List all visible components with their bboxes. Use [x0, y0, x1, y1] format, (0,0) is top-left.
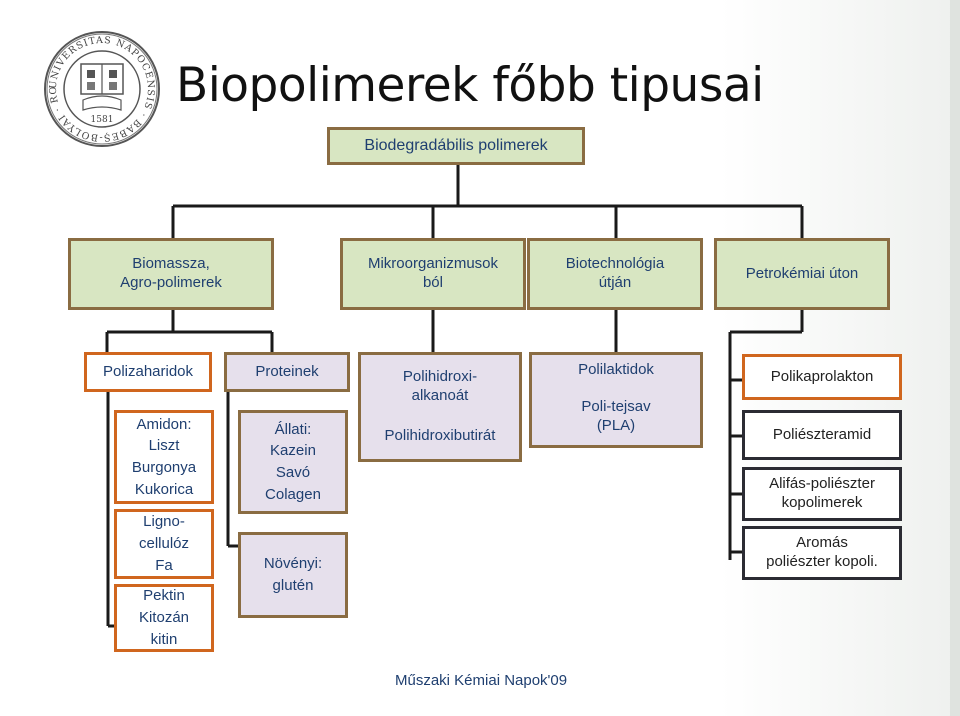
proteins-head: Proteinek	[224, 352, 350, 392]
polysaccharides-head: Polizaharidok	[84, 352, 212, 392]
protein-plant: Növényi: glutén	[238, 532, 348, 618]
category-petrochemical: Petrokémiai úton	[714, 238, 890, 310]
polysaccharide-starch: Amidon: Liszt Burgonya Kukorica	[114, 410, 214, 504]
pha-item: Polihidroxibutirát	[384, 427, 496, 445]
category-biotechnology: Biotechnológia útján	[527, 238, 703, 310]
polycaprolactone: Polikaprolakton	[742, 354, 902, 400]
polyesteramide: Poliészteramid	[742, 410, 902, 460]
category-biomass: Biomassza, Agro-polimerek	[68, 238, 274, 310]
polysaccharide-lignocellulose: Ligno- cellulóz Fa	[114, 509, 214, 579]
university-seal: UNIVERSITAS NAPOCENSIS · BABEȘ-BOLYAI · …	[43, 30, 160, 147]
protein-animal: Állati: Kazein Savó Colagen	[238, 410, 348, 514]
polysaccharide-pectin: Pektin Kitozán kitin	[114, 584, 214, 652]
seal-year: 1581	[91, 115, 114, 125]
pha-group: Polihidroxi- alkanoát Polihidroxibutirát	[358, 352, 522, 462]
aliphatic-copolymers: Alifás-poliészter kopolimerek	[742, 467, 902, 521]
footer-text: Műszaki Kémiai Napok'09	[395, 672, 568, 689]
root-node: Biodegradábilis polimerek	[327, 127, 585, 165]
polylactide-item: Poli-tejsav (PLA)	[581, 397, 651, 434]
polylactide-head: Polilaktidok	[578, 361, 654, 378]
pha-head: Polihidroxi- alkanoát	[402, 367, 478, 404]
right-edge-shade	[950, 0, 960, 716]
slide-title: Biopolimerek főbb tipusai	[176, 58, 764, 113]
aromatic-copolymers: Aromás poliészter kopoli.	[742, 526, 902, 580]
polylactide-group: Polilaktidok Poli-tejsav (PLA)	[529, 352, 703, 448]
category-microorganisms: Mikroorganizmusok ból	[340, 238, 526, 310]
